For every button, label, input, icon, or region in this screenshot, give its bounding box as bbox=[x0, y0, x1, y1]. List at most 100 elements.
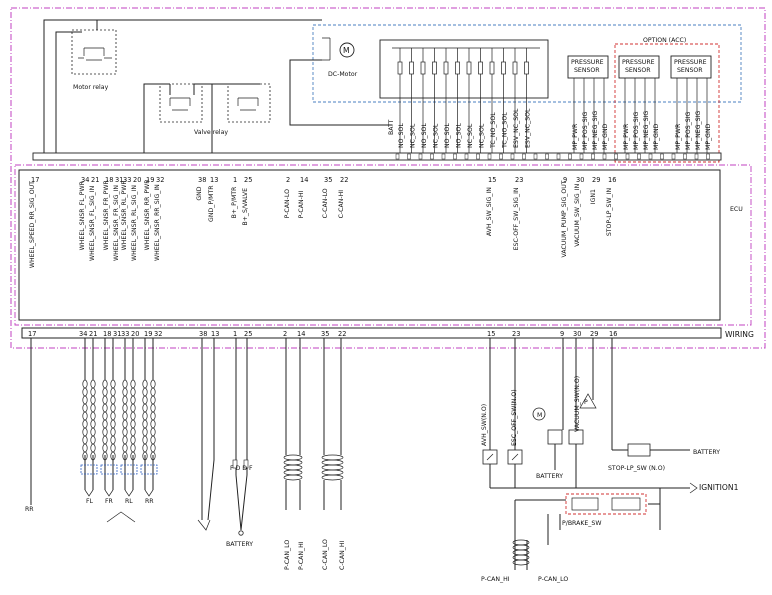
wiring-pin-number: 25 bbox=[244, 330, 252, 338]
avh-switch-label: AVH_SW(N.O) bbox=[481, 404, 488, 446]
twisted-pair bbox=[150, 443, 156, 453]
twisted-pair bbox=[102, 395, 108, 405]
can-twist bbox=[321, 454, 344, 461]
twisted-pair bbox=[122, 419, 128, 429]
solenoid-coil bbox=[409, 61, 414, 75]
ecu-pin-name: WHEEL_SNSR_FR_SIG_IN bbox=[113, 185, 120, 261]
solenoid-coil bbox=[420, 61, 426, 75]
ecu-pin-name: WHEEL_SNSR_RR_SIG_IN bbox=[154, 184, 161, 261]
pressure-sensor-label: PRESSURE bbox=[571, 59, 604, 66]
ecu-pin-name: WHEEL_SNSR_FL_SIG_IN bbox=[89, 185, 96, 261]
fuse-label: F D D F bbox=[230, 465, 253, 472]
sensor-pin-label: MP_PWR bbox=[572, 123, 579, 150]
bus-pin bbox=[418, 153, 423, 160]
bus-pin bbox=[510, 153, 515, 160]
twisted-pair bbox=[142, 395, 148, 405]
switch-contact bbox=[511, 453, 519, 461]
pressure-sensor-label: SENSOR bbox=[677, 67, 703, 74]
vacuum-relay bbox=[547, 429, 563, 445]
ecu-pin-name: WHEEL_SPEED_RR_SIG_OUT bbox=[29, 181, 36, 268]
ecu-pin-name: ESC-OFF_SW_SIG_IN bbox=[513, 187, 520, 250]
gnd-wire bbox=[207, 459, 215, 521]
ecu-pin-name: WHEEL_SNSR_RL_PWR bbox=[121, 180, 128, 251]
pressure-sensor-label: SENSOR bbox=[574, 67, 600, 74]
twisted-pair bbox=[82, 435, 88, 445]
rr-label: RR bbox=[25, 506, 34, 513]
bus-pin bbox=[706, 153, 710, 160]
twisted-pair bbox=[102, 435, 108, 445]
wiring-pin-number: 14 bbox=[297, 330, 305, 338]
pbrake-switch-label: P/BRAKE_SW bbox=[562, 520, 601, 527]
pcan-twist bbox=[512, 559, 530, 566]
wheel-rl: RL bbox=[125, 498, 133, 505]
can-line-label: P-CAN_LO bbox=[284, 540, 291, 570]
ecu-pin-number: 18 bbox=[105, 176, 113, 184]
can-twist bbox=[283, 474, 303, 481]
solenoid-coil bbox=[524, 61, 529, 75]
wiring-pin-number: 1 bbox=[233, 330, 237, 338]
bus-pin bbox=[441, 153, 446, 160]
vacuum-switch-label: VACUUM_SW(N.O) bbox=[574, 376, 581, 432]
solenoid-coil bbox=[455, 61, 460, 75]
twisted-pair bbox=[110, 379, 116, 389]
ecu-pin-number: 22 bbox=[340, 176, 348, 184]
can-twist bbox=[283, 454, 303, 461]
twisted-pair bbox=[102, 427, 108, 437]
twisted-pair bbox=[150, 427, 156, 437]
can-twist bbox=[321, 469, 344, 476]
pressure-sensor bbox=[670, 55, 712, 79]
valve-relay-2 bbox=[227, 83, 271, 123]
valve-relay-label: Valve relay bbox=[194, 129, 228, 136]
twisted-pair bbox=[142, 403, 148, 413]
pressure-sensor-label: PRESSURE bbox=[674, 59, 707, 66]
ecu-pin-name: WHEEL_SNSR_RL_SIG_IN bbox=[131, 185, 138, 261]
sensor-pin-label: MP_GND bbox=[653, 123, 660, 150]
ecu-pin-number: 31 bbox=[115, 176, 123, 184]
bplus-wire bbox=[235, 474, 242, 531]
solenoid-coil bbox=[512, 61, 518, 75]
wiring-pin-number: 38 bbox=[199, 330, 207, 338]
pressure-sensor bbox=[567, 55, 609, 79]
solenoid-label: NC_SOL bbox=[433, 123, 440, 148]
solenoid-label: ESV_NC_SOL bbox=[525, 108, 532, 148]
twisted-pair bbox=[82, 443, 88, 453]
twisted-pair bbox=[122, 411, 128, 421]
esc-switch-label: ESC_OFF_SW(N.O) bbox=[511, 389, 518, 446]
twisted-pair bbox=[90, 411, 96, 421]
ignition-label: IGNITION1 bbox=[699, 483, 739, 492]
ecu-pin-name: WHEEL_SNSR_FL_PWR bbox=[79, 180, 86, 250]
battery-label-right: BATTERY bbox=[693, 449, 720, 456]
sensor-pin-label: MP_POS_SIG bbox=[685, 111, 692, 150]
ecu-pin-name: B+_P/MTR bbox=[231, 186, 238, 218]
ecu-pin-number: 9 bbox=[563, 176, 567, 184]
ecu-pin-number: 33 bbox=[123, 176, 131, 184]
ecu-pin-number: 19 bbox=[146, 176, 154, 184]
solenoid-coil bbox=[432, 61, 437, 75]
solenoid-label: NO_SOL bbox=[456, 123, 463, 148]
pressure-sensor bbox=[618, 55, 660, 79]
pcan-lo-label: P-CAN_LO bbox=[538, 576, 568, 583]
wheel-connector bbox=[80, 464, 98, 475]
twisted-pair bbox=[90, 379, 96, 389]
bus-pin bbox=[430, 153, 434, 160]
bus-pin bbox=[407, 153, 411, 160]
pcan-hi-label: P-CAN_HI bbox=[481, 576, 510, 583]
twisted-pair bbox=[90, 387, 96, 397]
twisted-pair bbox=[130, 443, 136, 453]
twisted-pair bbox=[150, 379, 156, 389]
vacuum-pump-motor bbox=[532, 407, 546, 421]
solenoid-label: NC_SOL bbox=[467, 123, 474, 148]
solenoid-coil bbox=[501, 61, 506, 75]
wheel-connector bbox=[140, 464, 158, 475]
twisted-pair bbox=[82, 403, 88, 413]
ecu-pin-name: P-CAN-HI bbox=[298, 191, 305, 219]
twisted-pair bbox=[110, 419, 116, 429]
sensor-pin-label: MP_POS_SIG bbox=[633, 111, 640, 150]
solenoid-coil bbox=[489, 61, 495, 75]
solenoid-label: NO_SOL bbox=[398, 123, 405, 148]
twisted-pair bbox=[142, 411, 148, 421]
outer-boundary bbox=[10, 7, 766, 349]
